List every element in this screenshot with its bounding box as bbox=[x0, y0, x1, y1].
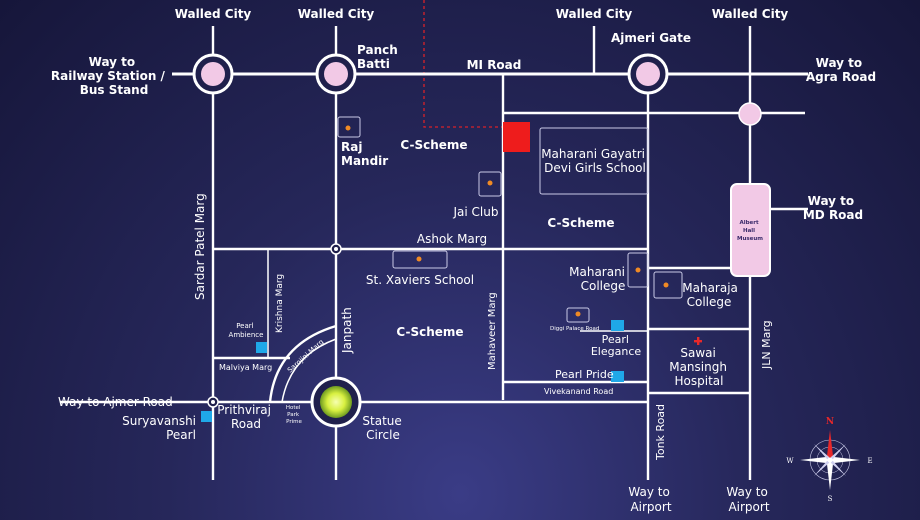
roundabout-railway-inner bbox=[201, 62, 225, 86]
suryavanshi-pearl-marker bbox=[201, 411, 212, 422]
tonk-road-label: Tonk Road bbox=[654, 404, 667, 461]
albert-hall-label: Albert Hall Museum bbox=[737, 220, 763, 242]
walled-city-label-4: Walled City bbox=[712, 7, 789, 21]
mi-road-label: MI Road bbox=[467, 58, 522, 72]
sarojini-marg-curve bbox=[268, 324, 337, 403]
compass-rose-icon: N S E W bbox=[786, 417, 872, 503]
raj-mandir-dot bbox=[345, 125, 351, 131]
pearl-ambience-marker bbox=[256, 342, 267, 353]
walled-city-label-3: Walled City bbox=[556, 7, 633, 21]
st-xaviers-dot bbox=[416, 256, 422, 262]
way-ajmer-label: Way to Ajmer Road bbox=[58, 395, 173, 409]
hotel-park-prime-label: Hotel Park Prime bbox=[286, 405, 303, 425]
dashed-boundary bbox=[423, 0, 503, 128]
mgd-school-box bbox=[539, 127, 649, 195]
statue-circle-glow bbox=[320, 386, 352, 418]
st-xaviers-box bbox=[392, 250, 448, 269]
compass-s-label: S bbox=[828, 495, 833, 503]
hotel-markers bbox=[201, 320, 624, 422]
raj-mandir-box bbox=[337, 116, 361, 138]
pearl-ambience-label: Pearl Ambience bbox=[229, 322, 264, 339]
pearl-pride-label: Pearl Pride bbox=[555, 368, 614, 381]
jai-club-box bbox=[478, 171, 502, 197]
roundabout-panch-batti-inner bbox=[324, 62, 348, 86]
landmark-dots bbox=[345, 125, 669, 317]
suryavanshi-pearl-label: Suryavanshi Pearl bbox=[122, 414, 200, 442]
raj-mandir-label: Raj Mandir bbox=[341, 140, 388, 168]
panch-batti-label: Panch Batti bbox=[357, 43, 402, 71]
pearl-pride-marker bbox=[611, 371, 624, 382]
junction-ajmer-dot bbox=[211, 400, 215, 404]
sawai-mansingh-label: Sawai Mansingh Hospital bbox=[669, 346, 731, 388]
diggi-palace-dot bbox=[575, 311, 581, 317]
roundabout-ajmeri-gate-inner bbox=[636, 62, 660, 86]
prithviraj-road-label: Prithviraj Road bbox=[217, 403, 275, 431]
way-md-label: Way to MD Road bbox=[803, 194, 863, 222]
compass-north-needle bbox=[827, 430, 833, 460]
highlight-square bbox=[503, 122, 530, 152]
maharaja-college-dot bbox=[663, 282, 669, 288]
jai-club-label: Jai Club bbox=[453, 205, 499, 219]
c-scheme-label-2: C-Scheme bbox=[547, 216, 614, 230]
compass-e-label: E bbox=[867, 457, 872, 465]
jai-club-dot bbox=[487, 180, 493, 186]
st-xaviers-label: St. Xaviers School bbox=[366, 273, 474, 287]
way-airport-label-2: Way to Airport bbox=[726, 485, 771, 514]
way-airport-label-1: Way to Airport bbox=[628, 485, 673, 514]
jln-marg-label: JLN Marg bbox=[760, 320, 773, 370]
maharaja-college-label: Maharaja College bbox=[682, 281, 741, 309]
c-scheme-label-1: C-Scheme bbox=[400, 138, 467, 152]
janpath-label: Janpath bbox=[340, 307, 354, 354]
junction-ashok-janpath-dot bbox=[334, 247, 338, 251]
albert-hall-museum-box bbox=[730, 183, 771, 277]
vivekanand-road-label: Vivekanand Road bbox=[544, 387, 613, 396]
maharani-college-dot bbox=[635, 267, 641, 273]
mahaveer-marg-label: Mahaveer Marg bbox=[487, 292, 498, 370]
way-agra-label: Way to Agra Road bbox=[806, 56, 876, 84]
malviya-marg-label: Malviya Marg bbox=[219, 363, 272, 372]
diggi-palace-box bbox=[566, 307, 590, 323]
maharaja-college-box bbox=[653, 271, 683, 299]
sardar-patel-label: Sardar Patel Marg bbox=[193, 193, 207, 300]
pearl-elegance-label: Pearl Elegance bbox=[591, 333, 642, 358]
road-network bbox=[60, 26, 808, 480]
ashok-marg-label: Ashok Marg bbox=[417, 232, 487, 246]
hospital-cross-icon bbox=[694, 337, 702, 345]
statue-circle-label: Statue Circle bbox=[362, 414, 405, 442]
mgd-school-label: Maharani Gayatri Devi Girls School bbox=[541, 147, 649, 175]
roundabouts bbox=[192, 53, 762, 408]
ajmeri-gate-label: Ajmeri Gate bbox=[611, 31, 691, 45]
sarojini-marg-curve-inner bbox=[281, 338, 337, 403]
walled-city-label-2: Walled City bbox=[298, 7, 375, 21]
pearl-elegance-marker bbox=[611, 320, 624, 331]
compass-n-label: N bbox=[826, 417, 834, 427]
maharani-college-label: Maharani College bbox=[569, 265, 629, 293]
compass-w-label: W bbox=[786, 457, 794, 465]
way-railway-label: Way to Railway Station / Bus Stand bbox=[51, 55, 169, 97]
krishna-marg-label: Krishna Marg bbox=[275, 274, 285, 333]
sarojini-marg-label: Sarojini Marg bbox=[286, 338, 325, 375]
diggi-palace-label: Diggi Palace Road bbox=[550, 326, 599, 332]
landmark-boxes bbox=[337, 116, 683, 323]
walled-city-label-1: Walled City bbox=[175, 7, 252, 21]
roundabout-jln bbox=[738, 102, 762, 126]
c-scheme-label-3: C-Scheme bbox=[396, 325, 463, 339]
maharani-college-box bbox=[627, 252, 649, 288]
